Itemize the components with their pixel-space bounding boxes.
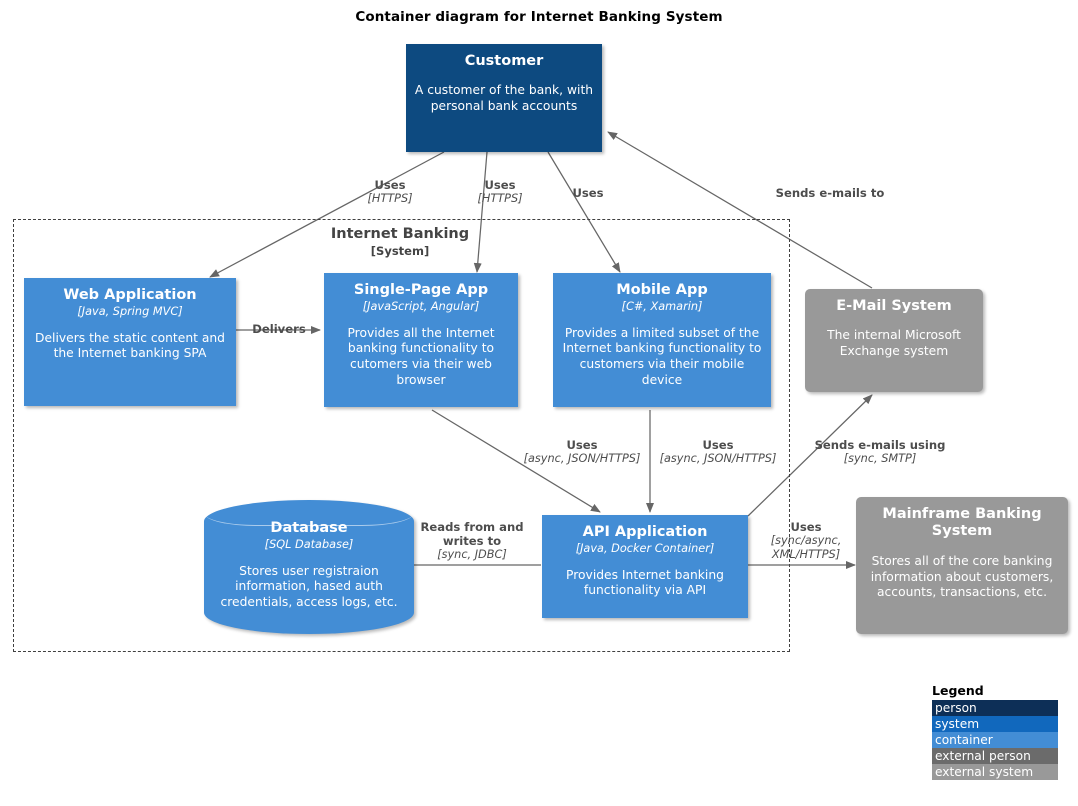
legend-item-system: system <box>932 716 1058 732</box>
edge-label-api-mainframe-text: Uses <box>790 520 822 534</box>
node-customer[interactable]: Customer A customer of the bank, with pe… <box>406 44 602 152</box>
system-boundary-label: Internet Banking [System] <box>300 226 500 258</box>
node-single-page-app[interactable]: Single-Page App [JavaScript, Angular] Pr… <box>324 273 518 407</box>
boundary-name: Internet Banking <box>330 226 470 242</box>
node-web-application-technology: [Java, Spring MVC] <box>77 305 183 319</box>
edge-label-customer-web-text: Uses <box>374 178 406 192</box>
edge-label-web-spa: Delivers <box>238 322 320 336</box>
node-web-application-name: Web Application <box>63 287 197 303</box>
node-api-application[interactable]: API Application [Java, Docker Container]… <box>542 515 748 618</box>
node-email-system-description: The internal Microsoft Exchange system <box>827 328 961 359</box>
node-mobile-app-technology: [C#, Xamarin] <box>621 300 703 314</box>
node-database-description: Stores user registraion information, has… <box>220 563 398 609</box>
legend-title: Legend <box>932 683 984 698</box>
edge-label-customer-spa-text: Uses <box>484 178 516 192</box>
system-boundary-internet-banking <box>13 219 790 652</box>
node-mobile-app-description: Provides a limited subset of the Interne… <box>562 325 762 387</box>
edge-label-api-email-technology: [sync, SMTP] <box>843 452 917 466</box>
node-database-name: Database <box>270 520 348 536</box>
edge-label-customer-web: Uses [HTTPS] <box>341 178 439 206</box>
node-email-system[interactable]: E-Mail System The internal Microsoft Exc… <box>805 289 983 392</box>
legend: Legend person system container external … <box>932 683 1058 780</box>
edge-label-api-mainframe: Uses [sync/async, XML/HTTPS] <box>758 520 854 562</box>
edge-label-spa-api: Uses [async, JSON/HTTPS] <box>509 438 655 466</box>
node-single-page-app-technology: [JavaScript, Angular] <box>362 300 480 314</box>
node-single-page-app-name: Single-Page App <box>353 282 489 298</box>
node-email-system-name: E-Mail System <box>836 298 952 314</box>
edge-label-spa-api-technology: [async, JSON/HTTPS] <box>523 452 641 466</box>
edge-label-customer-web-technology: [HTTPS] <box>367 192 413 206</box>
edge-label-mobile-api-technology: [async, JSON/HTTPS] <box>659 452 777 466</box>
edge-label-mobile-api-text: Uses <box>702 438 734 452</box>
node-mainframe-banking-system-name: Mainframe Banking System <box>882 506 1042 540</box>
node-single-page-app-description: Provides all the Internet banking functi… <box>347 325 495 387</box>
node-mainframe-banking-system[interactable]: Mainframe Banking System Stores all of t… <box>856 497 1068 634</box>
node-mobile-app-name: Mobile App <box>616 282 708 298</box>
edge-label-spa-api-text: Uses <box>566 438 598 452</box>
node-api-application-description: Provides Internet banking functionality … <box>566 567 724 598</box>
edge-label-customer-mobile: Uses <box>551 186 625 200</box>
edge-label-api-email-text: Sends e-mails using <box>814 438 946 452</box>
node-mainframe-banking-system-description: Stores all of the core banking informati… <box>870 553 1054 600</box>
edge-label-mobile-api: Uses [async, JSON/HTTPS] <box>645 438 791 466</box>
edge-label-api-database-text: Reads from and writes to <box>420 520 524 549</box>
node-api-application-name: API Application <box>582 524 708 540</box>
legend-item-external-person: external person <box>932 748 1058 764</box>
edge-label-api-database: Reads from and writes to [sync, JDBC] <box>408 520 536 562</box>
node-web-application[interactable]: Web Application [Java, Spring MVC] Deliv… <box>24 278 236 406</box>
edge-label-customer-spa: Uses [HTTPS] <box>451 178 549 206</box>
edge-label-api-database-technology: [sync, JDBC] <box>437 548 507 562</box>
node-mobile-app[interactable]: Mobile App [C#, Xamarin] Provides a limi… <box>553 273 771 407</box>
legend-item-person: person <box>932 700 1058 716</box>
edge-label-email-customer-text: Sends e-mails to <box>775 186 885 200</box>
page-title: Container diagram for Internet Banking S… <box>355 9 723 25</box>
edge-label-customer-spa-technology: [HTTPS] <box>477 192 523 206</box>
edge-label-customer-mobile-text: Uses <box>572 186 604 200</box>
edge-label-api-email: Sends e-mails using [sync, SMTP] <box>807 438 953 466</box>
node-database[interactable]: Database [SQL Database] Stores user regi… <box>204 500 414 634</box>
legend-item-container: container <box>932 732 1058 748</box>
node-database-technology: [SQL Database] <box>264 538 354 552</box>
boundary-type: [System] <box>370 243 430 258</box>
edge-label-web-spa-text: Delivers <box>252 322 306 336</box>
node-customer-name: Customer <box>464 53 544 69</box>
edge-label-email-customer: Sends e-mails to <box>752 186 908 200</box>
legend-item-external-system: external system <box>932 764 1058 780</box>
edge-label-api-mainframe-technology: [sync/async, XML/HTTPS] <box>770 534 842 561</box>
node-web-application-description: Delivers the static content and the Inte… <box>35 330 225 361</box>
node-customer-description: A customer of the bank, with personal ba… <box>414 83 594 114</box>
node-api-application-technology: [Java, Docker Container] <box>575 542 715 556</box>
